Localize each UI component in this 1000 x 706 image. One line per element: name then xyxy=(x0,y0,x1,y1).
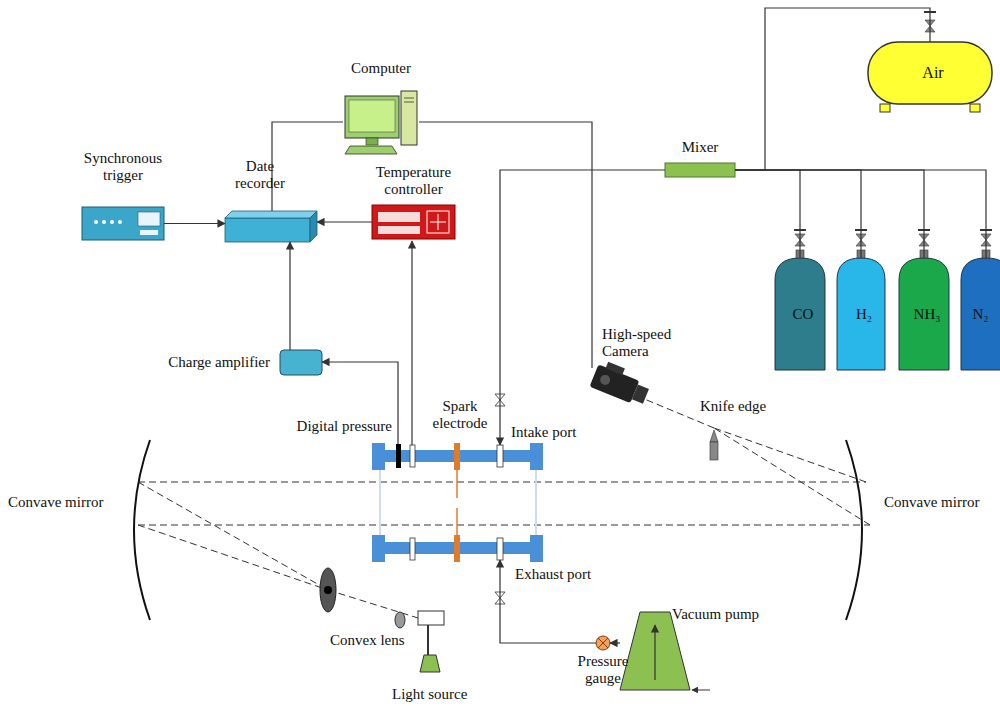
node-label: Digital pressure xyxy=(264,418,392,435)
computer: Computer xyxy=(343,90,419,154)
part-label: Convave mirror xyxy=(8,494,103,511)
node-label: Charge amplifier xyxy=(128,354,270,371)
node-label: Pressure gauge xyxy=(568,653,638,688)
part-label: Convave mirror xyxy=(884,494,979,511)
node-label: Date recorder xyxy=(225,158,295,193)
gas-cylinder: H₂ xyxy=(837,258,891,370)
gas-cylinder: NH₃ xyxy=(899,258,955,370)
gas-cylinders xyxy=(775,258,1000,370)
charge-amplifier: Charge amplifier xyxy=(280,350,322,375)
vacuum-pump xyxy=(620,612,710,690)
node-label: Temperature controller xyxy=(366,164,461,199)
trigger: Synchronous trigger xyxy=(82,207,164,240)
sensor-wire xyxy=(411,241,412,445)
connector xyxy=(735,170,800,258)
amplifier-icon xyxy=(280,350,322,375)
node-label: NH₃ xyxy=(899,258,955,370)
node-label: CO xyxy=(775,258,831,370)
computer-icon xyxy=(345,91,417,154)
camera-icon xyxy=(590,359,653,408)
pressure-gauge: Pressure gauge xyxy=(596,636,610,650)
connector xyxy=(735,170,861,258)
part-label: Knife edge xyxy=(700,398,766,415)
small-lens xyxy=(395,612,405,628)
controller-icon xyxy=(372,205,455,239)
node-label: Synchronous trigger xyxy=(73,150,173,185)
node-label: Air xyxy=(868,42,998,104)
cylinder-valves xyxy=(794,230,992,258)
convex-lens xyxy=(320,568,336,612)
trigger-icon xyxy=(82,207,164,240)
node-label: Computer xyxy=(338,60,424,77)
node-label: Exhaust port xyxy=(515,566,615,583)
gas-cylinder: N₂ xyxy=(961,258,1000,370)
exhaust-port: Exhaust port xyxy=(497,538,503,560)
data-recorder: Date recorder xyxy=(225,211,317,242)
pressure-gauge xyxy=(596,636,610,650)
connector xyxy=(317,221,372,222)
connector xyxy=(164,223,225,224)
knife-edge xyxy=(710,430,718,460)
node-label: High-speed Camera xyxy=(602,326,702,361)
connector xyxy=(419,122,592,368)
connector xyxy=(735,170,986,258)
connector xyxy=(289,242,290,350)
node-label: Vacuum pump xyxy=(672,606,767,623)
mixer-bar xyxy=(665,163,735,177)
concave-mirror xyxy=(134,440,150,620)
part-label: Convex lens xyxy=(330,632,405,649)
gas-cylinder: CO xyxy=(775,258,831,370)
connector xyxy=(610,642,620,643)
combustion-chamber xyxy=(372,443,543,562)
part-label: Light source xyxy=(392,686,467,703)
part-label: Spark electrode xyxy=(425,398,495,433)
air-tank: Air xyxy=(868,42,998,104)
node-label: Mixer xyxy=(665,139,735,156)
connector xyxy=(735,8,930,170)
camera: High-speed Camera xyxy=(582,368,648,408)
light-source xyxy=(418,611,444,672)
connector xyxy=(272,122,343,211)
vacuum-pump: Vacuum pump xyxy=(620,612,690,690)
intake-port: Intake port xyxy=(497,445,503,467)
node-label: N₂ xyxy=(961,258,1000,370)
node-label: Intake port xyxy=(511,424,601,441)
connector xyxy=(735,170,924,258)
concave-mirror xyxy=(846,440,862,620)
connector xyxy=(500,170,665,445)
temperature-controller: Temperature controller xyxy=(372,205,455,239)
node-label: H₂ xyxy=(837,258,891,370)
mixer: Mixer xyxy=(665,163,735,177)
recorder-icon xyxy=(225,211,317,242)
light-rays xyxy=(138,398,870,618)
pressure-sensor: Digital pressure xyxy=(396,444,401,468)
